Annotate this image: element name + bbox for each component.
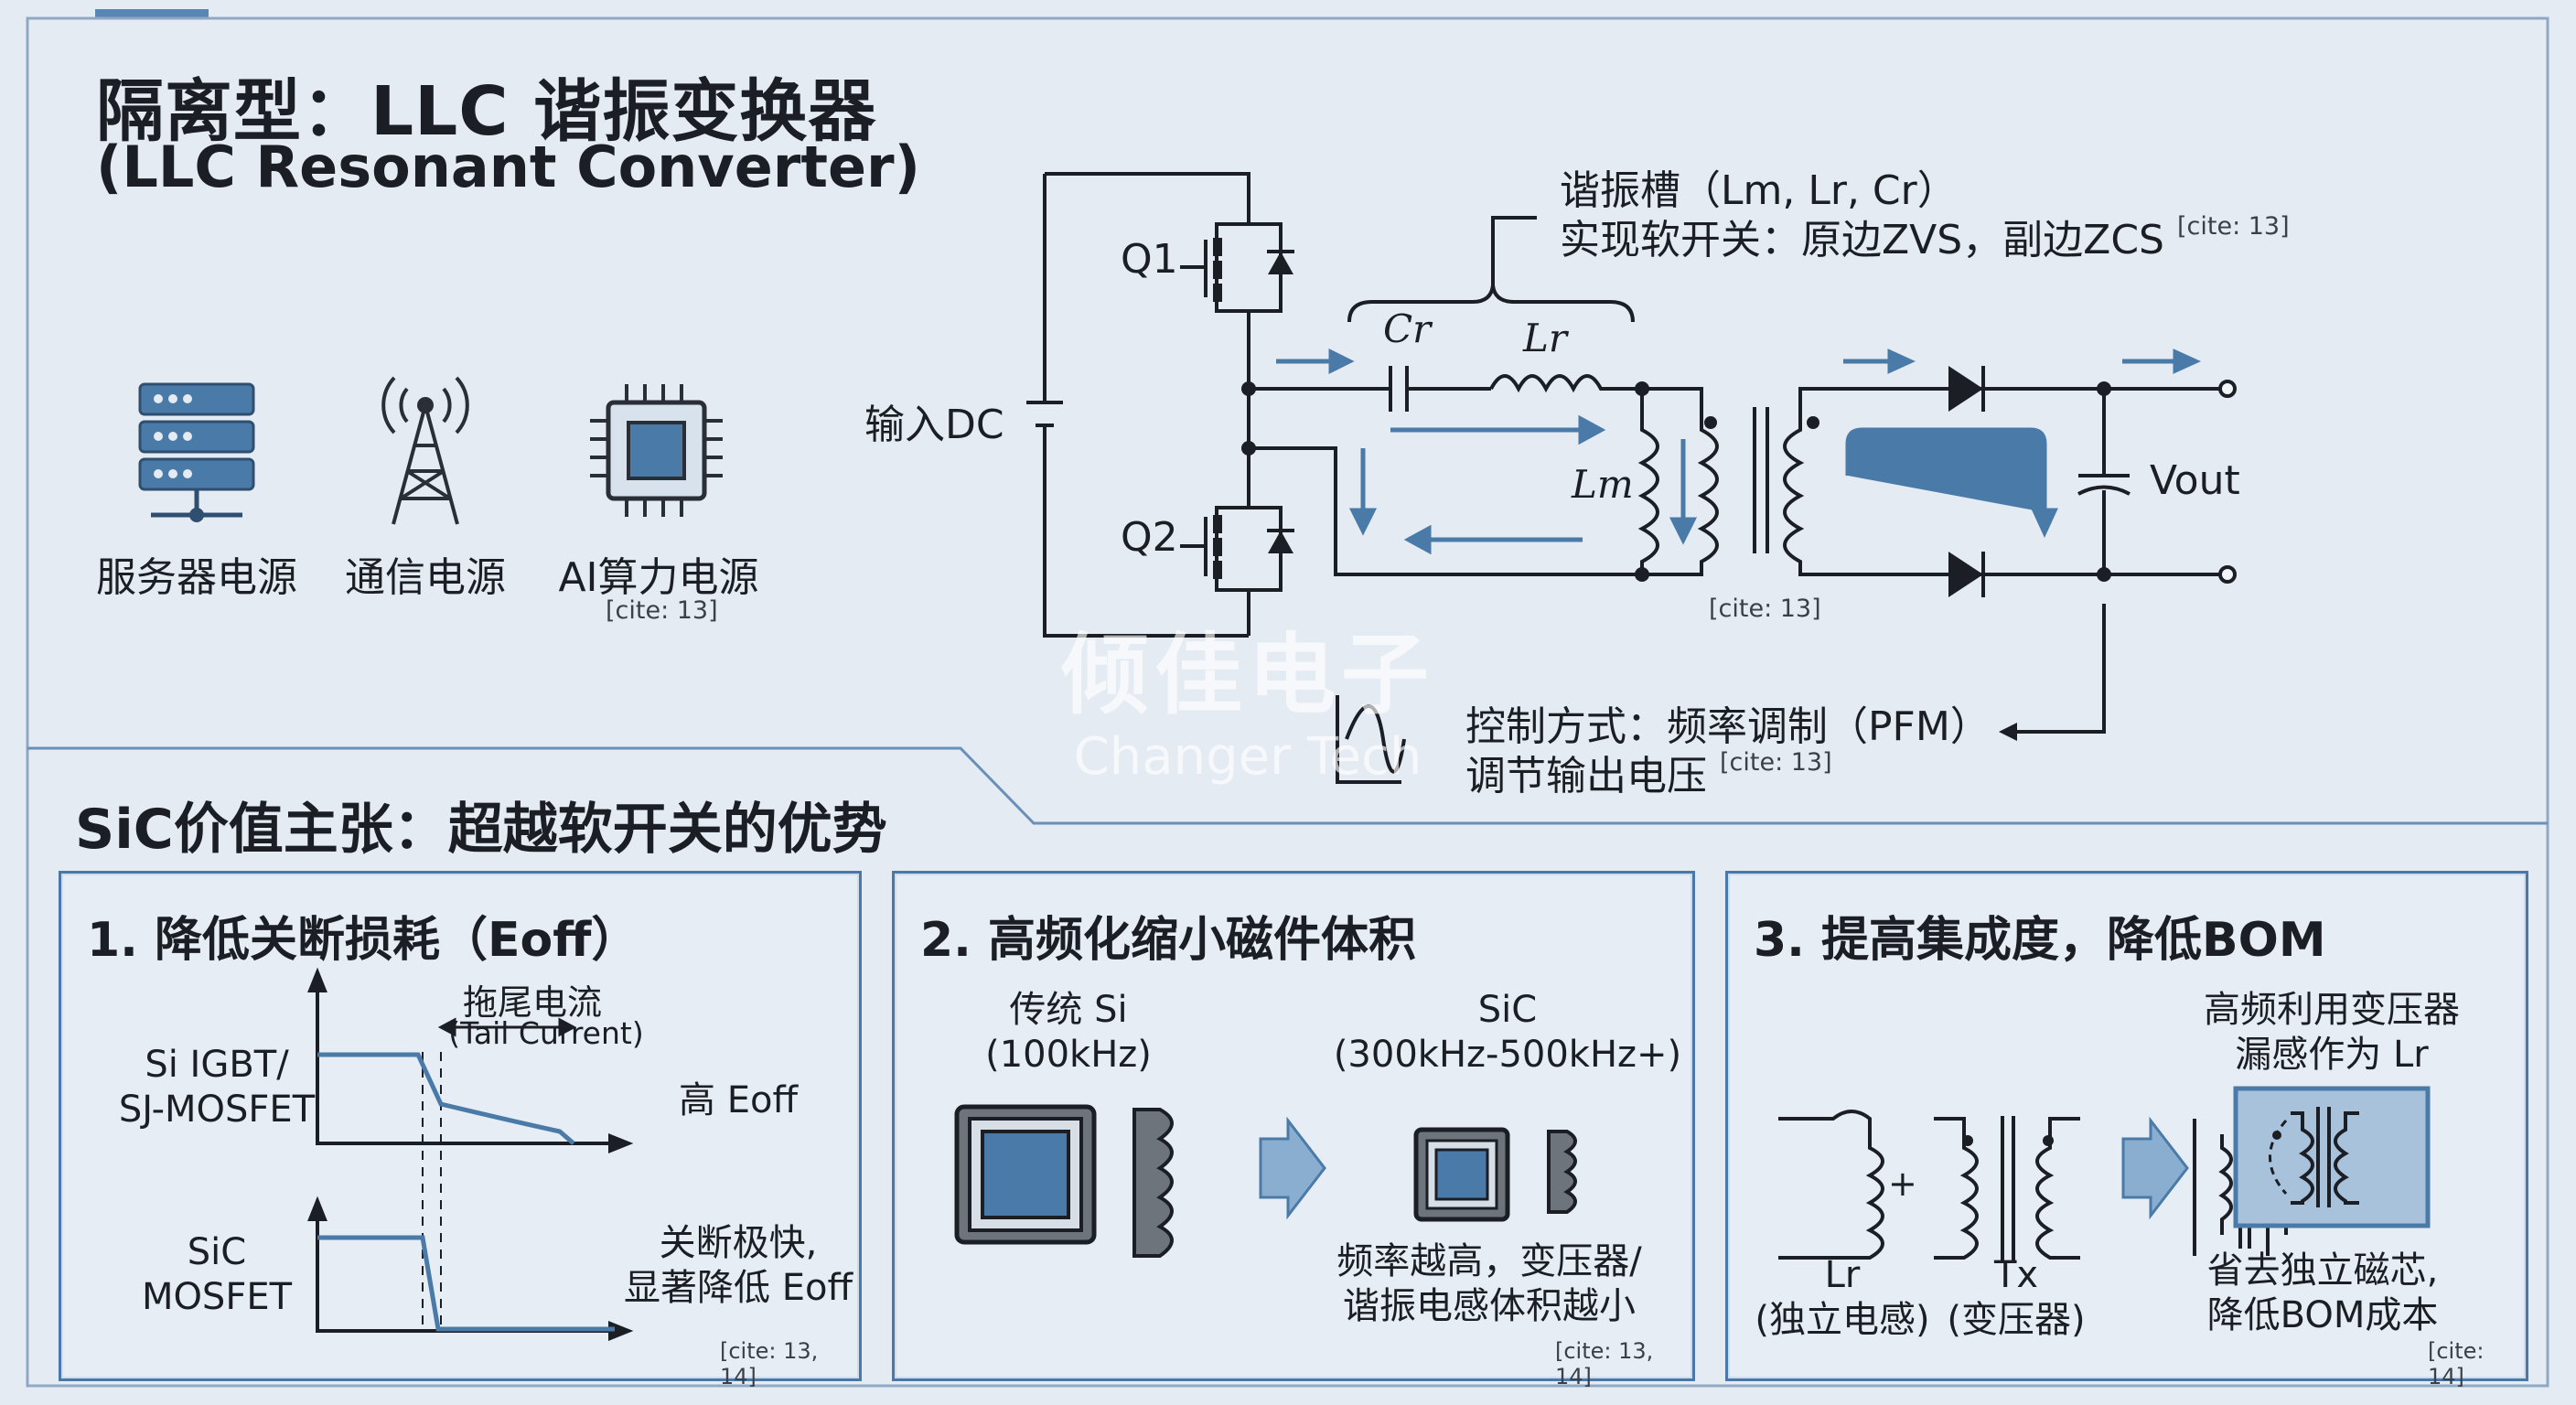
bom-note: 省去独立磁芯, 降低BOM成本 [2206, 1249, 2439, 1336]
panel-eoff: 1. 降低关断损耗（Eoff） Si IGBT/ SJ-MOSFET SiC M… [59, 871, 862, 1389]
fast-off-label: 关断极快, 显著降低 Eoff [623, 1222, 853, 1309]
magnetics-note: 频率越高，变压器/ 谐振电感体积越小 [1336, 1240, 1642, 1327]
control-target-label: 调节输出电压 [1465, 753, 1707, 799]
panel-integration: 3. 提高集成度，降低BOM 高频利用变压器 漏感作为 Lr [1725, 871, 2528, 1389]
lr-label: Lr [1523, 316, 1567, 360]
control-mode-label: 控制方式：频率调制（PFM） [1465, 703, 1991, 750]
tail-current-label-en: (Tail Current) [448, 1015, 644, 1051]
app-label-telecom: 通信电源 [345, 554, 506, 601]
panel2-title: 2. 高频化缩小磁件体积 [920, 913, 1417, 968]
tail-current-label: 拖尾电流 [462, 982, 602, 1023]
input-dc-label: 输入DC [864, 402, 1004, 448]
lr-inductor-label: Lr (独立电感) [1755, 1254, 1930, 1341]
vout-label: Vout [2150, 457, 2240, 504]
watermark: 倾佳电子 Changer Tech [1061, 604, 1434, 787]
high-eoff-label: 高 Eoff [679, 1079, 799, 1121]
soft-switch-cite: [cite: 13] [2177, 212, 2290, 241]
section2-title: SiC价值主张：超越软开关的优势 [75, 798, 887, 862]
lm-label: Lm [1572, 462, 1634, 507]
control-cite: [cite: 13] [1720, 748, 1832, 777]
app-label-server: 服务器电源 [96, 554, 297, 601]
watermark-cn: 倾佳电子 [1061, 624, 1434, 726]
leakage-label: 高频利用变压器 漏感作为 Lr [2204, 989, 2460, 1076]
sic-label: SiC (300kHz-500kHz+) [1333, 989, 1682, 1076]
panel1-cite: [cite: 13, 14] [720, 1338, 819, 1389]
panel1-row2-label: SiC MOSFET [141, 1231, 293, 1318]
tower-icon [381, 376, 469, 525]
app-label-ai: AI算力电源 [558, 554, 759, 601]
si-label: 传统 Si (100kHz) [985, 989, 1152, 1076]
page-subtitle: (LLC Resonant Converter) [96, 134, 920, 200]
cr-label: Cr [1383, 306, 1432, 351]
panel1-row1-label: Si IGBT/ SJ-MOSFET [118, 1044, 316, 1131]
server-icon [138, 382, 255, 522]
llc-circuit-diagram [1026, 172, 2237, 784]
tank-label: 谐振槽（Lm, Lr, Cr） [1560, 167, 1958, 214]
eoff-waveforms [307, 967, 634, 1341]
chip-icon [590, 384, 723, 517]
integration-diagram [1778, 1086, 2431, 1262]
panel2-cite: [cite: 13, 14] [1555, 1338, 1654, 1389]
panel1-title: 1. 降低关断损耗（Eoff） [87, 913, 639, 968]
q1-label: Q1 [1121, 236, 1178, 283]
magnetics-compare [954, 1104, 1577, 1258]
panel3-cite: [cite: 14] [2428, 1338, 2485, 1389]
panel-magnetics: 2. 高频化缩小磁件体积 传统 Si (100kHz) SiC (300kHz-… [892, 871, 1695, 1389]
applications-cite: [cite: 13] [606, 596, 718, 625]
watermark-en: Changer Tech [1073, 727, 1422, 787]
diagram-cite: [cite: 13] [1709, 595, 1821, 623]
q2-label: Q2 [1121, 514, 1178, 561]
page-title: 隔离型：LLC 谐振变换器 [96, 72, 877, 151]
tx-label: Tx (变压器) [1947, 1254, 2086, 1341]
plus-sign: + [1888, 1164, 1917, 1204]
soft-switch-label: 实现软开关：原边ZVS，副边ZCS [1560, 217, 2164, 263]
panel3-title: 3. 提高集成度，降低BOM [1754, 913, 2326, 968]
